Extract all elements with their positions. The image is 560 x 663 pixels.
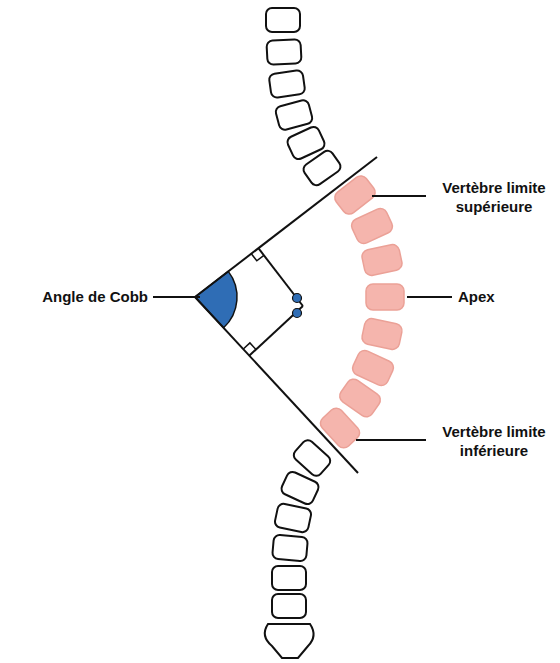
angle-label: Angle de Cobb	[6, 287, 148, 306]
cobb-construction	[195, 157, 377, 473]
angle-dot	[293, 309, 302, 318]
curved-vertebrae	[318, 173, 404, 451]
right-angle-mark	[243, 343, 256, 350]
angle-dot	[293, 294, 302, 303]
lower-perpendicular	[249, 306, 303, 356]
upper-perpendicular	[258, 248, 303, 306]
upper-vertebrae	[266, 8, 343, 188]
vertebra-label: Apex	[458, 287, 518, 306]
upper-endplate-line	[195, 157, 377, 297]
lower-endplate-line	[195, 297, 358, 473]
right-angle-mark	[251, 254, 264, 261]
leader-lines	[153, 196, 452, 440]
vertebra-label: Vertèbre limite inférieure	[432, 422, 556, 460]
vertebra-label: Vertèbre limite supérieure	[432, 178, 556, 216]
sacrum	[265, 624, 314, 658]
lower-vertebrae	[265, 438, 333, 658]
